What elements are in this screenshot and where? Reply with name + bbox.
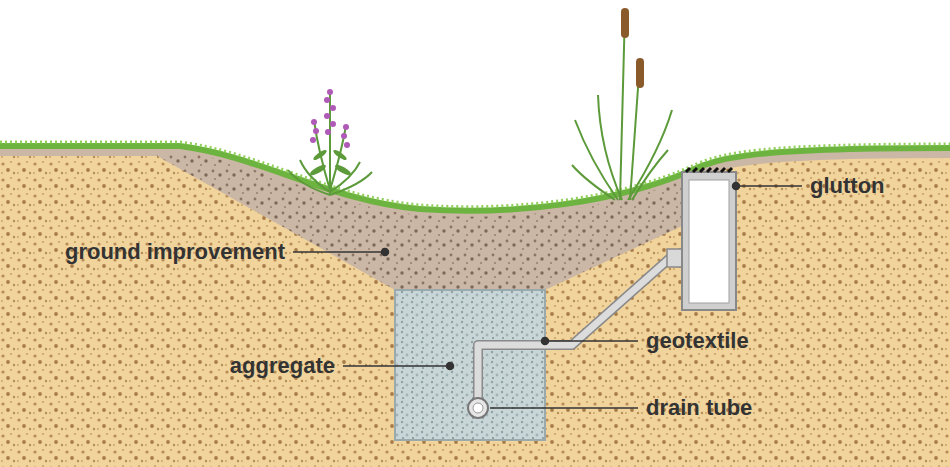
- drain-pipe: [478, 258, 670, 408]
- glutton-chamber: [689, 180, 729, 303]
- leader-lines: [293, 183, 802, 409]
- part-label: ground improvement: [65, 240, 285, 264]
- cattail-plant: [572, 8, 672, 200]
- flowering-plant: [288, 89, 372, 195]
- glutton-box: [682, 172, 736, 310]
- drain-tube-bore: [473, 403, 483, 413]
- grating: [686, 168, 732, 172]
- grass-blades: [0, 142, 950, 207]
- ground-improvement: [150, 152, 690, 290]
- part-label: drain tube: [646, 396, 752, 420]
- part-label: aggregate: [230, 354, 335, 378]
- topsoil-layer: [0, 150, 950, 215]
- cattail-head: [636, 58, 644, 88]
- aggregate-trench: [395, 290, 545, 440]
- part-label: glutton: [810, 174, 885, 198]
- part-label: geotextile: [646, 329, 749, 353]
- drain-pipe-outline: [478, 258, 670, 408]
- soil: [0, 150, 950, 467]
- drain-tube: [468, 398, 488, 418]
- grass: [0, 146, 950, 211]
- cattail-head: [621, 8, 629, 38]
- pipe-connector: [667, 249, 683, 267]
